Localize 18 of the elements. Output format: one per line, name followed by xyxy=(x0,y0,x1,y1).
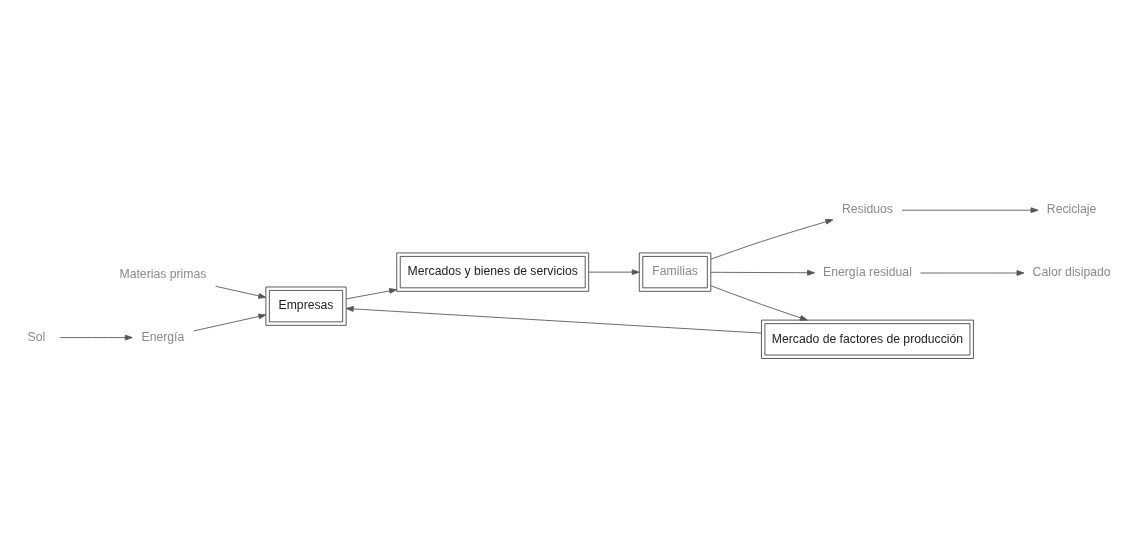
arrow xyxy=(193,313,267,331)
arrow xyxy=(710,284,808,321)
node-text: Energía residual xyxy=(822,264,912,279)
node-text: Calor disipado xyxy=(1032,264,1111,279)
arrow xyxy=(901,206,1039,213)
node-text: Energía xyxy=(141,329,185,344)
arrow xyxy=(215,285,267,299)
arrow xyxy=(588,268,640,275)
node-text: Materias primas xyxy=(119,266,207,281)
node-text: Sol xyxy=(27,329,46,344)
node-text: Reciclaje xyxy=(1046,201,1097,216)
arrow xyxy=(920,269,1025,276)
node-text: Residuos xyxy=(841,201,893,216)
arrow xyxy=(710,218,834,260)
arrow xyxy=(345,287,397,299)
arrow xyxy=(345,305,762,333)
arrow xyxy=(710,269,815,276)
arrow xyxy=(59,334,133,340)
